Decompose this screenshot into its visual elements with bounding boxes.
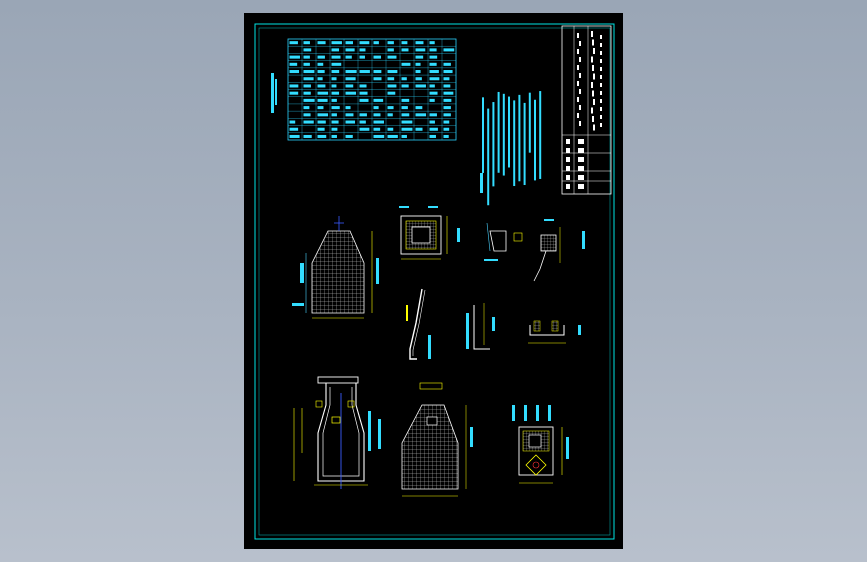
table-side-annotation bbox=[271, 73, 277, 113]
stirrup-detail bbox=[466, 303, 495, 350]
bar-detail-a bbox=[484, 222, 523, 261]
bar-detail-b bbox=[533, 219, 585, 282]
inner-frame bbox=[258, 27, 611, 536]
plan-section-view bbox=[399, 206, 460, 260]
drawing-sheet bbox=[244, 13, 623, 549]
reinforcement-schedule-table bbox=[287, 38, 457, 141]
elevation-view-hatched bbox=[292, 216, 379, 319]
elevation-view-front bbox=[401, 382, 473, 497]
outer-frame bbox=[254, 23, 615, 540]
cad-drawing bbox=[254, 23, 615, 540]
general-notes bbox=[480, 91, 542, 206]
bent-bar-detail bbox=[406, 288, 431, 360]
anchor-detail bbox=[528, 320, 581, 344]
cross-section-view bbox=[293, 376, 381, 489]
title-block bbox=[561, 25, 612, 195]
node-detail-view bbox=[512, 405, 569, 484]
